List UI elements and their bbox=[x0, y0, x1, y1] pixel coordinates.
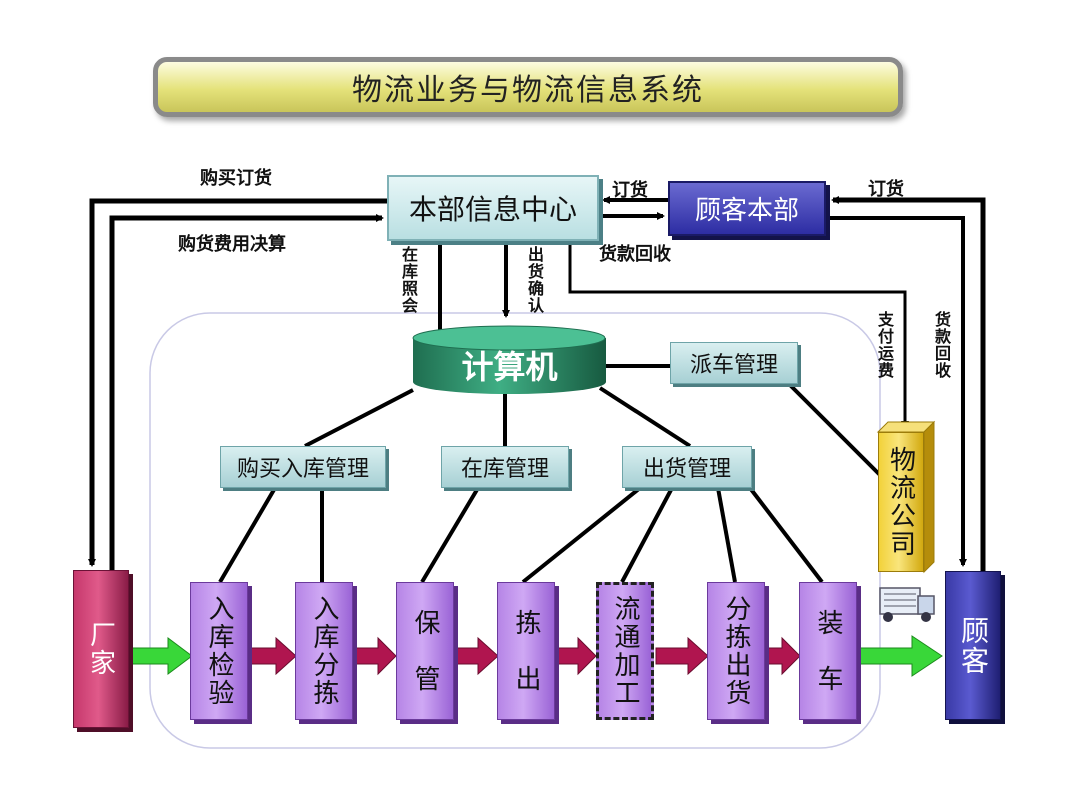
computer-label: 计算机 bbox=[461, 348, 558, 386]
customer-hq: 顾客本部 bbox=[668, 181, 826, 236]
purchase-order-connector bbox=[88, 198, 387, 567]
dispatch-management: 派车管理 bbox=[670, 342, 798, 384]
customer-node: 顾客 bbox=[945, 571, 1001, 720]
hq-info-center: 本部信息中心 bbox=[387, 175, 599, 241]
shipping-management: 出货管理 bbox=[622, 446, 752, 488]
freight-payment-connector bbox=[568, 241, 909, 429]
process-step-processing: 流通加工 bbox=[596, 582, 654, 720]
purchase-settlement-connector bbox=[109, 214, 384, 570]
factory-inflow-arrow bbox=[128, 637, 193, 675]
mgmt-line bbox=[218, 486, 277, 584]
computer-to-shipping-line bbox=[598, 386, 692, 448]
label-order-right: 订货 bbox=[868, 179, 904, 200]
process-step-picking: 拣 出 bbox=[497, 582, 555, 720]
process-step-sorting-in: 入库分拣 bbox=[295, 582, 353, 720]
label-order-left: 订货 bbox=[612, 180, 648, 201]
label-payment-collection: 货款回收 bbox=[599, 244, 671, 265]
label-pay-freight: 支付运费 bbox=[875, 311, 894, 379]
mgmt-line bbox=[748, 486, 824, 584]
process-step-loading: 装 车 bbox=[799, 582, 857, 720]
mgmt-line bbox=[620, 487, 674, 583]
computer-to-purchase-line bbox=[304, 388, 414, 448]
flow-arrow bbox=[554, 636, 597, 676]
mgmt-line bbox=[420, 486, 480, 584]
customer-payment-connector bbox=[826, 216, 967, 567]
label-shipment-confirm: 出货确认 bbox=[525, 246, 544, 314]
process-step-sorting-out: 分拣出货 bbox=[707, 582, 765, 720]
label-payment-collection-vertical: 货款回收 bbox=[932, 311, 951, 379]
inventory-management: 在库管理 bbox=[441, 446, 569, 488]
process-step-inspection: 入库检验 bbox=[190, 582, 248, 720]
flow-arrow bbox=[247, 636, 297, 676]
process-step-storage: 保 管 bbox=[396, 582, 454, 720]
mgmt-line bbox=[716, 487, 737, 583]
flow-arrow bbox=[764, 636, 801, 676]
label-purchase-settlement: 购货费用决算 bbox=[178, 234, 286, 255]
logistics-company: 物流公司 bbox=[878, 432, 924, 572]
flow-arrow bbox=[352, 636, 397, 676]
mgmt-line bbox=[521, 486, 642, 584]
truck-icon bbox=[879, 587, 935, 622]
dispatch-to-logistics-line bbox=[788, 383, 882, 477]
label-inventory-inquiry: 在库照会 bbox=[399, 246, 418, 314]
flow-arrow bbox=[453, 636, 499, 676]
computer-cylinder bbox=[412, 325, 606, 395]
factory-node: 厂家 bbox=[73, 570, 129, 728]
customer-order-connector bbox=[831, 196, 986, 571]
flow-arrow bbox=[655, 636, 709, 676]
logistics-box-side bbox=[923, 420, 935, 574]
label-purchase-order: 购买订货 bbox=[200, 168, 272, 189]
purchase-storage-management: 购买入库管理 bbox=[220, 446, 386, 488]
page-title: 物流业务与物流信息系统 bbox=[153, 57, 903, 117]
customer-outflow-arrow bbox=[854, 635, 943, 677]
